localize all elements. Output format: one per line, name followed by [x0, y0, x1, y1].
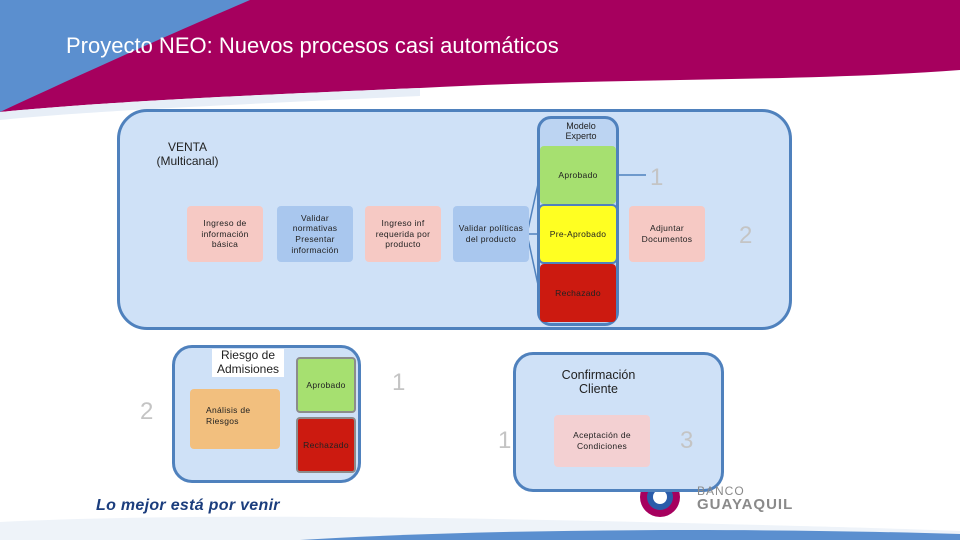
box-riesgo-aprobado[interactable]: Aprobado: [296, 357, 356, 413]
bank-name-line1: BANCO: [697, 484, 745, 498]
step-number-1-left: 1: [392, 369, 406, 396]
box-validar-normativas[interactable]: Validar normativas Presentar información: [277, 206, 353, 262]
bank-name-line2: GUAYAQUIL: [697, 496, 794, 513]
box-pre-aprobado[interactable]: Pre-Aprobado: [538, 204, 618, 264]
venta-label: VENTA (Multicanal): [156, 140, 219, 168]
step-number-2-left: 2: [140, 398, 154, 425]
page-title: Proyecto NEO: Nuevos procesos casi autom…: [66, 33, 559, 58]
box-ingreso-inf-requerida[interactable]: Ingreso inf requerida por producto: [365, 206, 441, 262]
box-ingreso-informacion[interactable]: Ingreso de información básica: [187, 206, 263, 262]
step-number-1-right: 1: [498, 427, 512, 454]
modelo-experto-label: Modelo Experto: [565, 121, 597, 142]
box-validar-politicas[interactable]: Validar políticas del producto: [453, 206, 529, 262]
box-rechazado[interactable]: Rechazado: [540, 264, 616, 322]
step-number-2: 2: [739, 222, 753, 249]
box-aceptacion-condiciones[interactable]: Aceptación de Condiciones: [554, 415, 650, 467]
confirmacion-cliente-label: Confirmación Cliente: [561, 368, 636, 397]
analisis-riesgos-text: Análisis de Riesgos: [206, 405, 251, 426]
box-aprobado[interactable]: Aprobado: [540, 146, 616, 204]
slogan: Lo mejor está por venir: [96, 497, 280, 514]
step-number-3: 3: [680, 427, 694, 454]
box-riesgo-rechazado[interactable]: Rechazado: [296, 417, 356, 473]
riesgo-admisiones-label: Riesgo de Admisiones: [212, 348, 284, 377]
box-adjuntar-documentos[interactable]: Adjuntar Documentos: [629, 206, 705, 262]
step-number-1: 1: [650, 164, 664, 191]
box-analisis-riesgos[interactable]: Análisis de Riesgos: [190, 389, 280, 449]
